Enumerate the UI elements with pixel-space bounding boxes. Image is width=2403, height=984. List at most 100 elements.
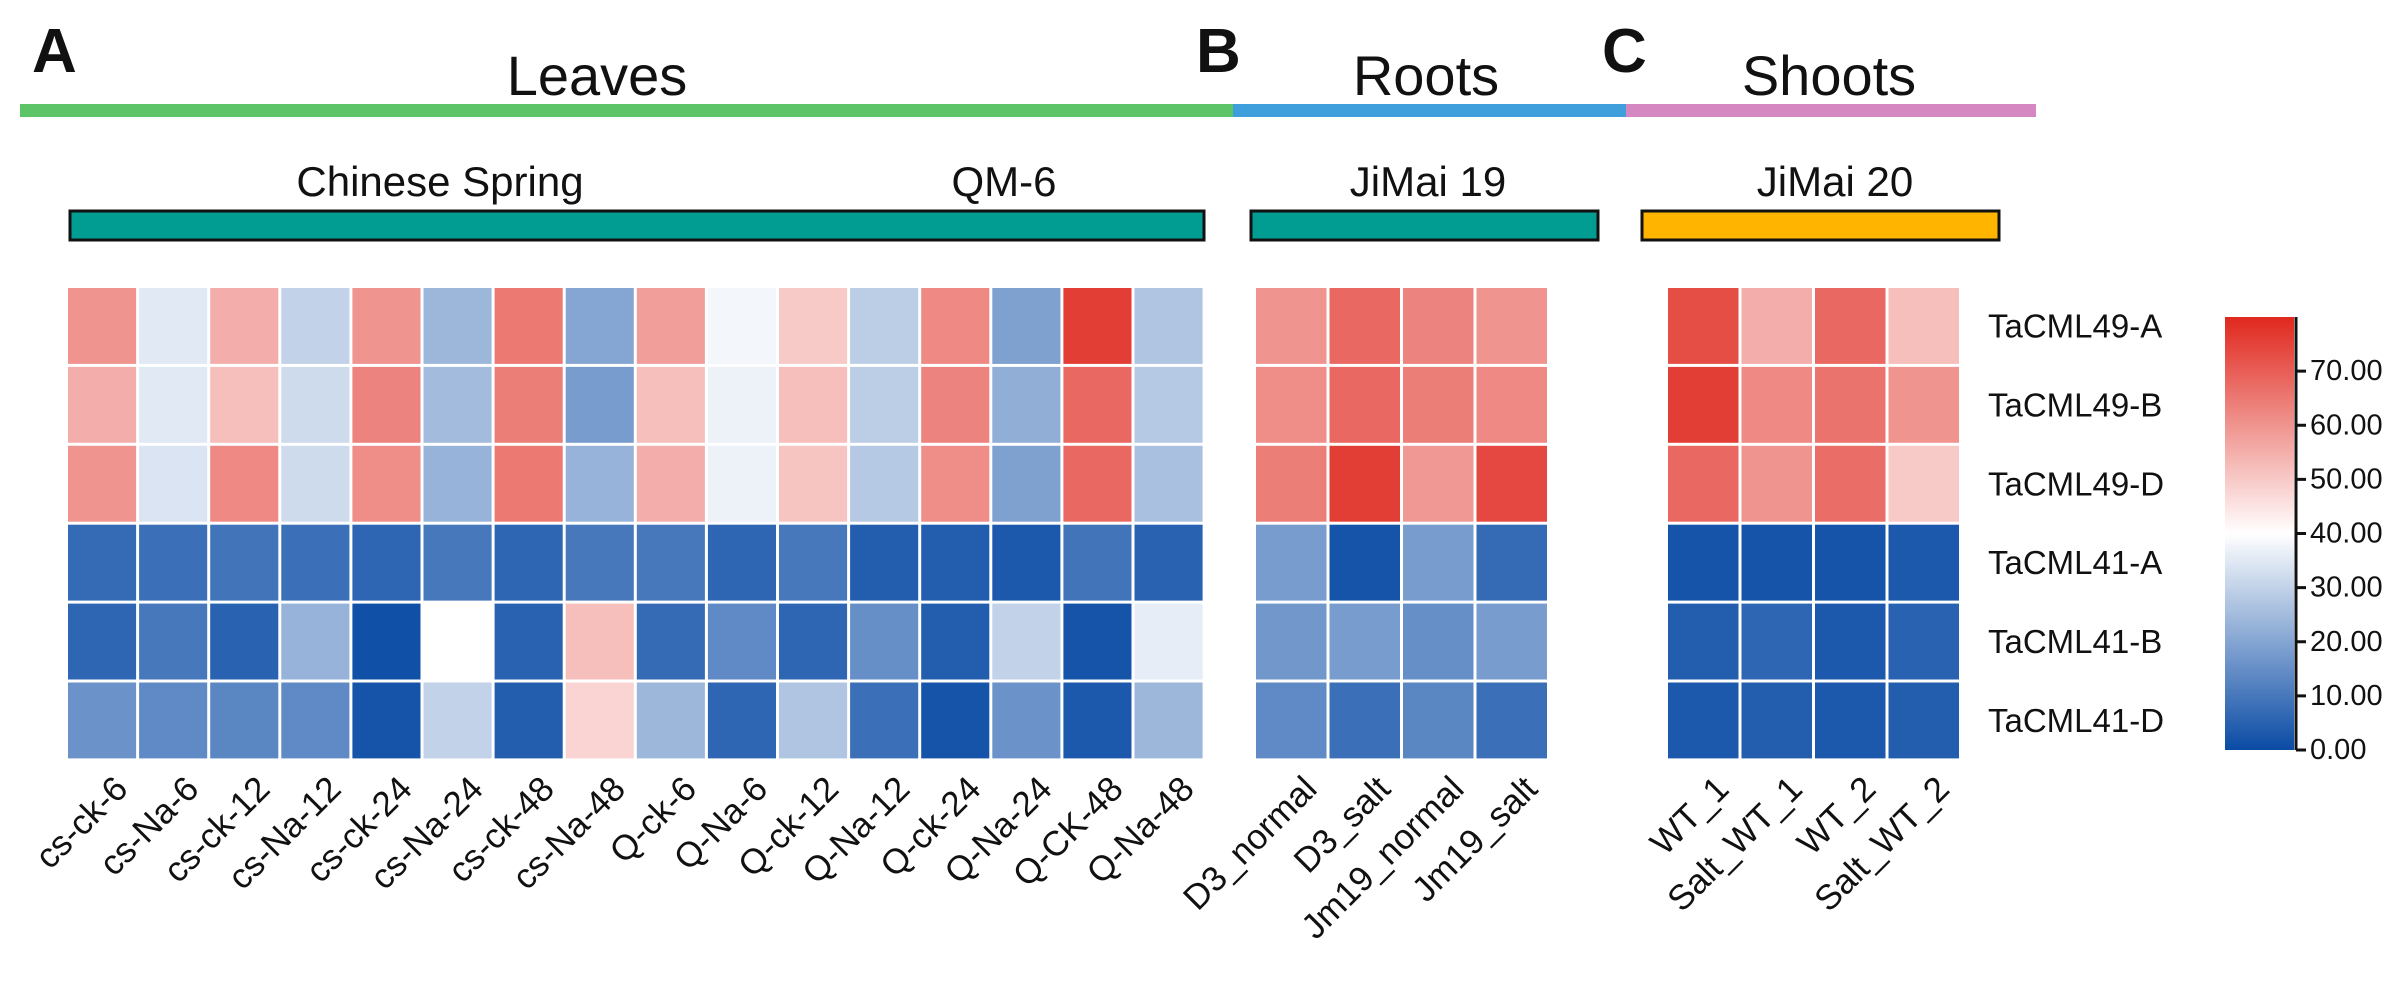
heatmap-cell: [992, 445, 1061, 522]
heatmap-cell: [494, 445, 563, 522]
heatmap-cell: [850, 603, 919, 680]
heatmap-cell: [1476, 445, 1547, 522]
heatmap-cell: [1403, 445, 1474, 522]
heatmap-cell: [1476, 288, 1547, 364]
heatmap-cell: [1134, 603, 1203, 680]
heatmap-cell: [139, 366, 208, 443]
colorbar-tick-label: 20.00: [2310, 626, 2383, 658]
heatmap-cell: [281, 603, 350, 680]
heatmap-cell: [1476, 682, 1547, 759]
heatmap-cell: [68, 524, 137, 601]
cultivar-box-leaves: [68, 209, 1206, 242]
heatmap-cell: [1403, 682, 1474, 759]
heatmap-cell: [1256, 445, 1327, 522]
cultivar-box-shoots: [1640, 209, 2001, 242]
heatmap-cell: [1815, 603, 1886, 680]
heatmap-cell: [707, 682, 776, 759]
heatmap-cell: [68, 682, 137, 759]
colorbar-tick-label: 10.00: [2310, 680, 2383, 712]
colorbar-tick-label: 50.00: [2310, 463, 2383, 495]
row-label-tacml41-d: TaCML41-D: [1988, 702, 2164, 739]
heatmap-panel-leaves: cs-ck-6cs-Na-6cs-ck-12cs-Na-12cs-ck-24cs…: [28, 288, 1203, 897]
heatmap-cell: [1403, 288, 1474, 364]
heatmap-cell: [636, 445, 705, 522]
heatmap-cell: [68, 366, 137, 443]
heatmap-cell: [850, 366, 919, 443]
heatmap-cell: [494, 524, 563, 601]
heatmap-cell: [565, 288, 634, 364]
cultivar-label-jimai19: JiMai 19: [1350, 158, 1506, 205]
heatmap-cell: [281, 445, 350, 522]
heatmap-cell: [636, 524, 705, 601]
heatmap-cell: [921, 603, 990, 680]
heatmap-cell: [992, 682, 1061, 759]
heatmap-cell: [281, 682, 350, 759]
heatmap-cell: [1888, 366, 1959, 443]
heatmap-cell: [1134, 682, 1203, 759]
heatmap-cell: [352, 524, 421, 601]
heatmap-cell: [352, 445, 421, 522]
heatmap-cell: [707, 445, 776, 522]
heatmap-cell: [1741, 682, 1812, 759]
heatmap-cell: [210, 366, 279, 443]
heatmap-cell: [1063, 366, 1132, 443]
row-label-tacml49-b: TaCML49-B: [1988, 386, 2162, 423]
heatmap-cell: [68, 445, 137, 522]
heatmap-cell: [281, 366, 350, 443]
heatmap-cell: [707, 366, 776, 443]
colorbar-tick-label: 30.00: [2310, 572, 2383, 604]
heatmap-cell: [423, 366, 492, 443]
heatmap-cell: [1888, 603, 1959, 680]
tissue-title-roots: Roots: [1353, 44, 1499, 107]
heatmap-cell: [139, 445, 208, 522]
heatmap-cell: [352, 288, 421, 364]
heatmap-cell: [1403, 524, 1474, 601]
heatmap-cell: [1888, 288, 1959, 364]
heatmap-cell: [1063, 682, 1132, 759]
heatmap-cell: [1256, 682, 1327, 759]
tissue-title-shoots: Shoots: [1742, 44, 1916, 107]
heatmap-cell: [68, 603, 137, 680]
heatmap-cell: [1741, 445, 1812, 522]
heatmap-cell: [636, 682, 705, 759]
heatmap-cell: [1668, 603, 1739, 680]
leaves-bar: [20, 104, 1233, 117]
panel-letter-c: C: [1602, 17, 1647, 86]
heatmap-cell: [1329, 682, 1400, 759]
heatmap-cell: [1256, 603, 1327, 680]
heatmap-cell: [494, 682, 563, 759]
heatmap-cell: [850, 524, 919, 601]
heatmap-cell: [1476, 603, 1547, 680]
heatmap-cell: [1668, 288, 1739, 364]
heatmap-cell: [707, 524, 776, 601]
heatmap-cell: [1815, 288, 1886, 364]
heatmap-cell: [636, 603, 705, 680]
heatmap-cell: [921, 524, 990, 601]
row-labels: TaCML49-ATaCML49-BTaCML49-DTaCML41-ATaCM…: [1988, 307, 2164, 739]
heatmap-cell: [992, 524, 1061, 601]
heatmap-cell: [779, 524, 848, 601]
heatmap-cell: [707, 603, 776, 680]
heatmap-cell: [921, 366, 990, 443]
heatmap-cell: [921, 445, 990, 522]
colorbar: [2225, 317, 2294, 750]
heatmap-cell: [1888, 524, 1959, 601]
heatmap-cell: [210, 524, 279, 601]
heatmap-cell: [1476, 366, 1547, 443]
heatmap-cell: [139, 682, 208, 759]
row-label-tacml41-b: TaCML41-B: [1988, 623, 2162, 660]
heatmap-cell: [352, 682, 421, 759]
heatmap-cell: [1063, 524, 1132, 601]
heatmap-cell: [1741, 288, 1812, 364]
tissue-title-leaves: Leaves: [507, 44, 688, 107]
heatmap-cell: [1063, 603, 1132, 680]
heatmap-cell: [1134, 445, 1203, 522]
heatmap-cell: [850, 445, 919, 522]
heatmap-cell: [1668, 445, 1739, 522]
heatmap-cell: [68, 288, 137, 364]
heatmap-cell: [1741, 524, 1812, 601]
heatmap-cell: [1888, 682, 1959, 759]
heatmap-cell: [992, 603, 1061, 680]
row-label-tacml49-d: TaCML49-D: [1988, 465, 2164, 502]
